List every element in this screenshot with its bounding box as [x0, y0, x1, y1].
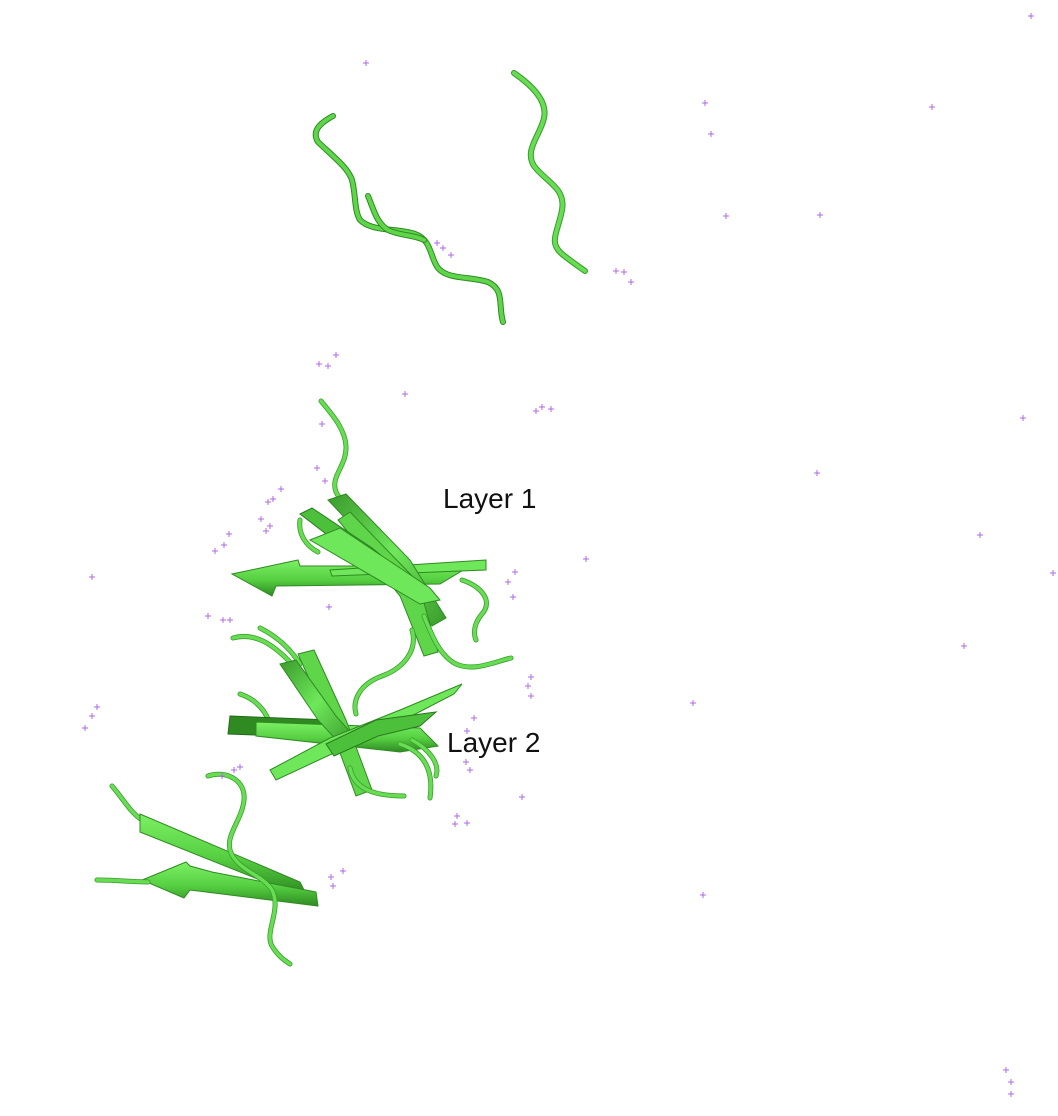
water-cross-marker	[525, 683, 531, 689]
coil-segment	[353, 628, 416, 716]
water-cross-marker	[512, 569, 518, 575]
coil-segment	[258, 626, 302, 666]
water-cross-marker	[1008, 1091, 1014, 1097]
water-cross-marker	[314, 465, 320, 471]
water-cross-marker	[702, 100, 708, 106]
water-cross-marker	[82, 725, 88, 731]
water-cross-marker	[814, 470, 820, 476]
water-cross-marker	[583, 556, 589, 562]
water-cross-marker	[322, 478, 328, 484]
layer-1-sheet	[230, 398, 514, 717]
water-cross-marker	[929, 104, 935, 110]
water-cross-marker	[205, 613, 211, 619]
water-cross-marker	[263, 528, 269, 534]
water-cross-marker	[278, 486, 284, 492]
water-cross-marker	[977, 532, 983, 538]
water-cross-marker	[464, 820, 470, 826]
water-cross-marker	[270, 496, 276, 502]
coil-segment	[95, 878, 150, 884]
coil-segment	[110, 784, 144, 822]
water-cross-marker	[227, 617, 233, 623]
water-cross-marker	[621, 269, 627, 275]
coil-segment	[410, 738, 439, 778]
top-coil-group	[312, 70, 588, 325]
coil-segment	[348, 766, 406, 798]
bottom-sheet	[94, 771, 319, 967]
water-cross-marker	[1028, 13, 1034, 19]
beta-strand-arrow	[325, 711, 438, 757]
water-cross-marker	[690, 700, 696, 706]
water-cross-marker	[613, 268, 619, 274]
water-cross-marker	[528, 693, 534, 699]
water-cross-marker	[628, 279, 634, 285]
water-cross-marker	[325, 363, 331, 369]
coil-segment	[206, 772, 292, 966]
water-cross-marker	[333, 352, 339, 358]
water-cross-marker	[226, 531, 232, 537]
coil-segment	[398, 742, 433, 800]
water-cross-marker	[723, 213, 729, 219]
water-cross-marker	[330, 883, 336, 889]
water-cross-marker	[533, 408, 539, 414]
coil-segment	[460, 578, 489, 642]
water-cross-marker	[708, 131, 714, 137]
coil-segment	[312, 113, 506, 325]
water-cross-marker	[363, 60, 369, 66]
beta-strand-arrow	[308, 527, 441, 605]
water-cross-marker	[258, 516, 264, 522]
water-cross-marker	[471, 715, 477, 721]
water-cross-marker	[402, 391, 408, 397]
water-cross-marker	[434, 240, 440, 246]
coil-segment	[422, 614, 513, 669]
water-cross-marker	[219, 773, 225, 779]
coil-segment	[511, 70, 588, 274]
water-cross-marker	[340, 868, 346, 874]
water-cross-marker	[961, 643, 967, 649]
water-cross-marker	[448, 252, 454, 258]
water-cross-marker	[528, 674, 534, 680]
coil-segment	[512, 71, 587, 273]
water-cross-marker	[452, 821, 458, 827]
water-cross-marker	[440, 245, 446, 251]
coil-segment	[366, 194, 426, 242]
coil-segment	[352, 627, 416, 717]
layer-2-sheet	[227, 625, 463, 801]
water-cross-marker	[267, 523, 273, 529]
water-cross-marker	[463, 759, 469, 765]
coil-segment	[297, 518, 320, 554]
water-cross-marker	[539, 404, 545, 410]
water-cross-marker	[510, 594, 516, 600]
water-cross-marker	[817, 212, 823, 218]
water-cross-marker	[1003, 1067, 1009, 1073]
water-cross-marker	[221, 542, 227, 548]
water-cross-marker	[1008, 1079, 1014, 1085]
water-cross-marker	[700, 892, 706, 898]
water-cross-marker	[1050, 570, 1056, 576]
water-cross-marker	[94, 704, 100, 710]
water-cross-marker	[326, 604, 332, 610]
water-cross-marker	[89, 713, 95, 719]
water-cross-marker	[467, 767, 473, 773]
coil-segment	[257, 625, 303, 667]
layer-2-label: Layer 2	[447, 727, 541, 758]
water-cross-marker	[237, 764, 243, 770]
water-molecules	[82, 13, 1056, 1097]
layer-1-label: Layer 1	[443, 483, 537, 514]
water-cross-marker	[265, 499, 271, 505]
water-cross-marker	[519, 794, 525, 800]
water-cross-marker	[1020, 415, 1026, 421]
water-cross-marker	[319, 421, 325, 427]
water-cross-marker	[454, 813, 460, 819]
water-cross-marker	[328, 874, 334, 880]
water-cross-marker	[548, 406, 554, 412]
water-cross-marker	[505, 579, 511, 585]
coil-segment	[313, 114, 505, 324]
water-cross-marker	[316, 361, 322, 367]
water-cross-marker	[464, 728, 470, 734]
water-cross-marker	[89, 574, 95, 580]
water-cross-marker	[231, 767, 237, 773]
water-cross-marker	[220, 617, 226, 623]
water-cross-marker	[212, 548, 218, 554]
